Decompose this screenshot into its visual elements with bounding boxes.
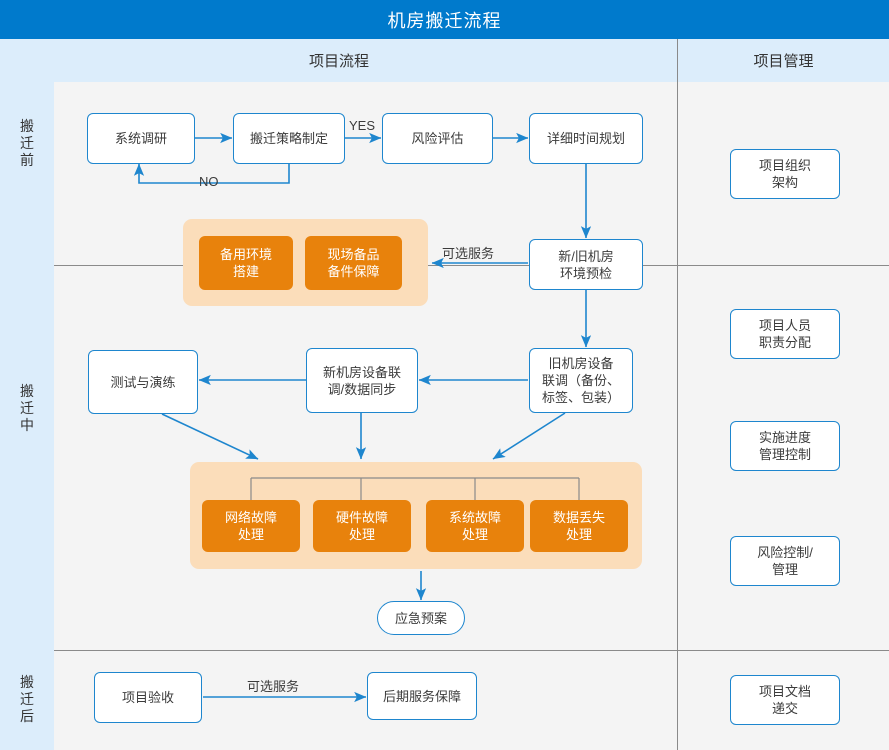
node-test-rehearsal[interactable]: 测试与演练 xyxy=(88,350,198,414)
column-header-management: 项目管理 xyxy=(678,39,889,82)
stage-label-pre: 搬迁前 xyxy=(20,118,34,168)
node-post-service[interactable]: 后期服务保障 xyxy=(367,672,477,720)
mgmt-item-risk-control[interactable]: 风险控制/ 管理 xyxy=(730,536,840,586)
mgmt-item-role-assignment[interactable]: 项目人员 职责分配 xyxy=(730,309,840,359)
flow-panel-background xyxy=(54,82,678,750)
node-risk-assessment[interactable]: 风险评估 xyxy=(382,113,493,164)
stage-label-post: 搬迁后 xyxy=(20,674,34,724)
stage-label-column xyxy=(0,82,54,750)
column-header-flow: 项目流程 xyxy=(0,39,678,82)
node-migration-strategy[interactable]: 搬迁策略制定 xyxy=(233,113,345,164)
edge-label-no: NO xyxy=(199,174,219,189)
node-detailed-schedule[interactable]: 详细时间规划 xyxy=(529,113,643,164)
node-project-acceptance[interactable]: 项目验收 xyxy=(94,672,202,723)
node-emergency-plan[interactable]: 应急预案 xyxy=(377,601,465,635)
mgmt-item-document-handover[interactable]: 项目文档 递交 xyxy=(730,675,840,725)
column-separator xyxy=(677,39,678,750)
row-separator-pre-during xyxy=(54,265,889,266)
chip-network-fault[interactable]: 网络故障 处理 xyxy=(202,500,300,552)
mgmt-item-progress-control[interactable]: 实施进度 管理控制 xyxy=(730,421,840,471)
edge-label-optional-service-post: 可选服务 xyxy=(247,679,300,694)
node-old-room-debug[interactable]: 旧机房设备 联调（备份、 标签、包装） xyxy=(529,348,633,413)
node-new-room-debug[interactable]: 新机房设备联 调/数据同步 xyxy=(306,348,418,413)
node-room-precheck[interactable]: 新/旧机房 环境预检 xyxy=(529,239,643,290)
stage-label-during: 搬迁中 xyxy=(20,383,34,433)
edge-label-yes: YES xyxy=(349,118,376,133)
edge-label-optional-service-pre: 可选服务 xyxy=(442,246,495,261)
row-separator-during-post xyxy=(54,650,889,651)
chip-spare-environment[interactable]: 备用环境 搭建 xyxy=(199,236,293,290)
page-title: 机房搬迁流程 xyxy=(0,0,889,39)
chip-data-loss[interactable]: 数据丢失 处理 xyxy=(530,500,628,552)
chip-system-fault[interactable]: 系统故障 处理 xyxy=(426,500,524,552)
mgmt-item-org-structure[interactable]: 项目组织 架构 xyxy=(730,149,840,199)
chip-spare-parts[interactable]: 现场备品 备件保障 xyxy=(305,236,402,290)
node-system-survey[interactable]: 系统调研 xyxy=(87,113,195,164)
chip-hardware-fault[interactable]: 硬件故障 处理 xyxy=(313,500,411,552)
